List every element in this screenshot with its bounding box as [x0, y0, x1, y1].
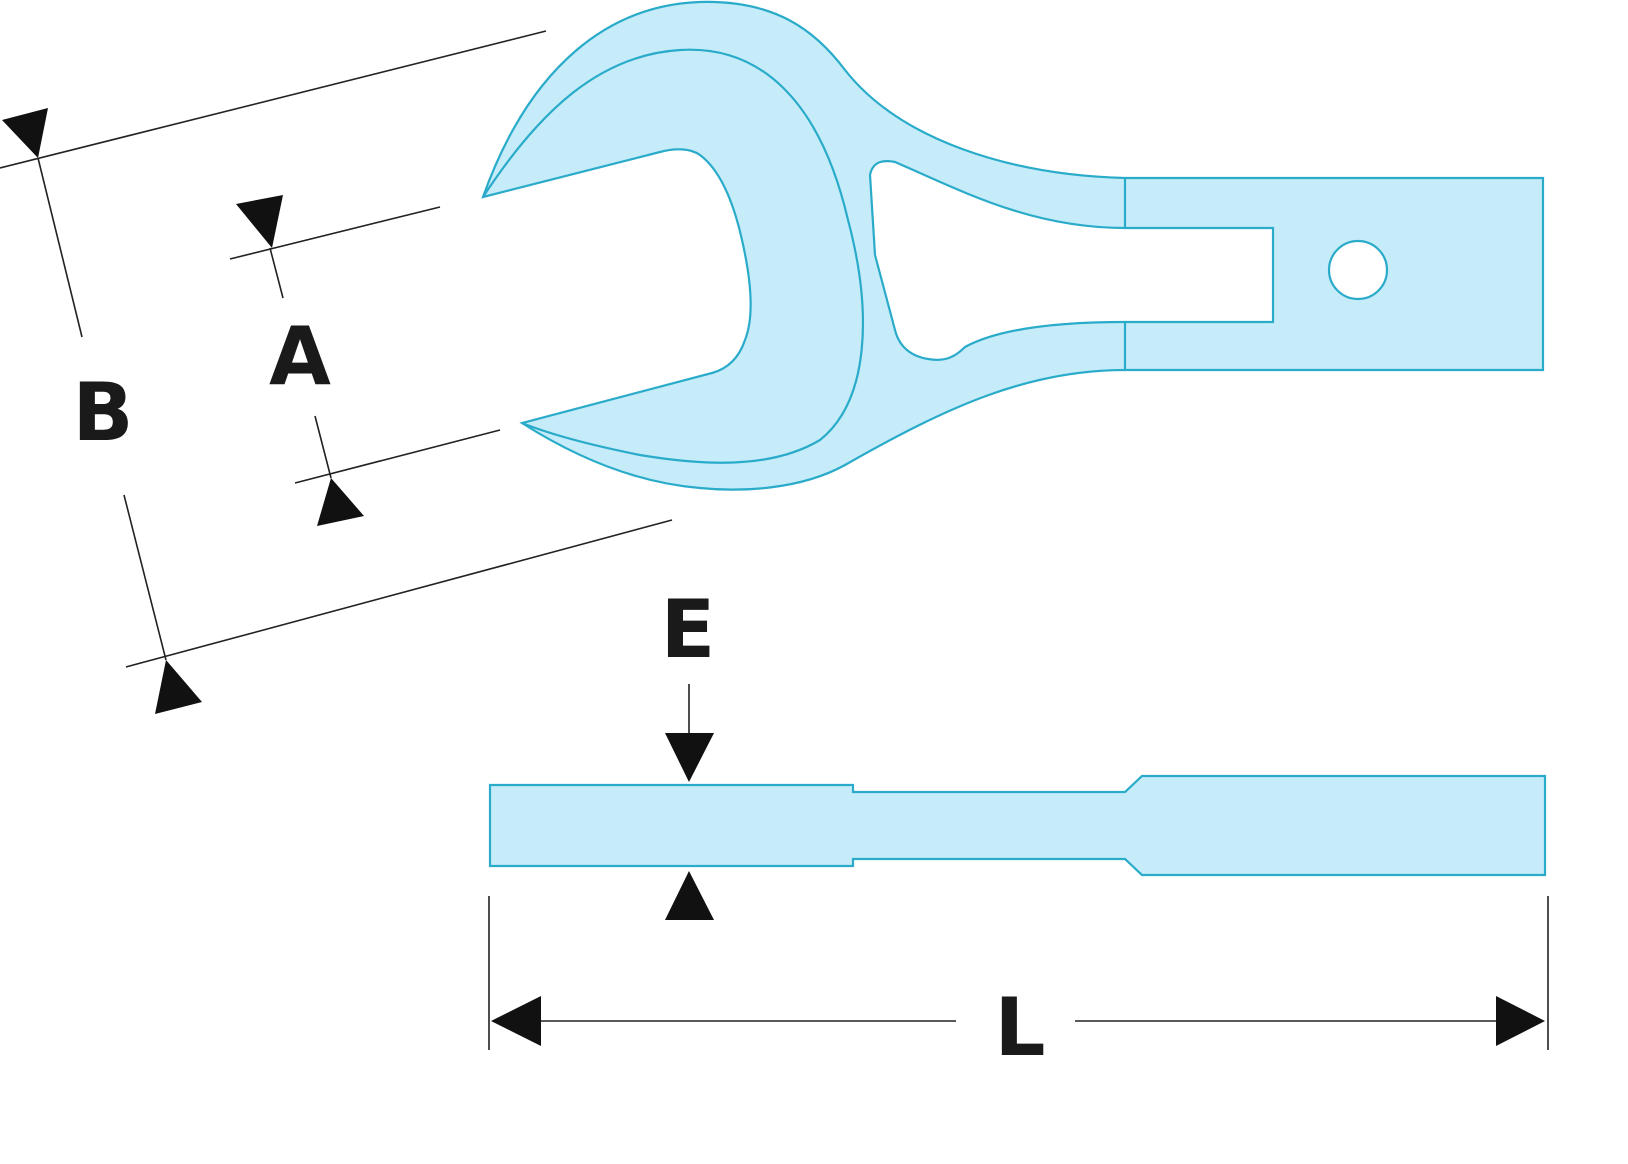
dimension-e-label: E	[661, 583, 716, 676]
dimension-a-line-lower	[314, 415, 332, 479]
dimension-e: E	[661, 583, 716, 920]
dimension-l-arrow-right	[1496, 996, 1545, 1046]
wrench-side-view	[488, 774, 1547, 877]
wrench-side-profile	[488, 774, 1547, 877]
dimension-e-arrow-top	[665, 733, 714, 782]
wrench-top-view	[481, 0, 1545, 491]
dimension-l-arrow-left	[491, 996, 541, 1046]
wrench-body-outline	[481, 0, 1545, 491]
dimension-b-line-upper	[37, 157, 83, 338]
jaw-inner-bevel-line	[482, 48, 864, 464]
dimension-b-extension-top	[0, 30, 547, 169]
dimension-b-arrow-bottom	[155, 660, 202, 714]
dimension-a: A	[229, 195, 501, 526]
dimension-b: B	[0, 30, 673, 714]
dimension-a-label: A	[269, 310, 331, 403]
dimension-b-extension-bottom	[125, 519, 673, 668]
dimension-a-extension-top	[229, 206, 441, 260]
dimension-a-arrow-top	[236, 195, 283, 248]
dimension-l-label: L	[995, 981, 1046, 1074]
dimension-a-arrow-bottom	[317, 478, 364, 526]
dimension-b-line-lower	[123, 494, 167, 661]
dimension-b-label: B	[73, 366, 134, 459]
dimension-a-line-upper	[269, 247, 284, 299]
dimension-b-arrow-top	[2, 108, 48, 158]
dimension-l: L	[488, 896, 1549, 1074]
dimension-a-extension-bottom	[294, 429, 501, 484]
dimension-e-arrow-bottom	[665, 871, 714, 920]
